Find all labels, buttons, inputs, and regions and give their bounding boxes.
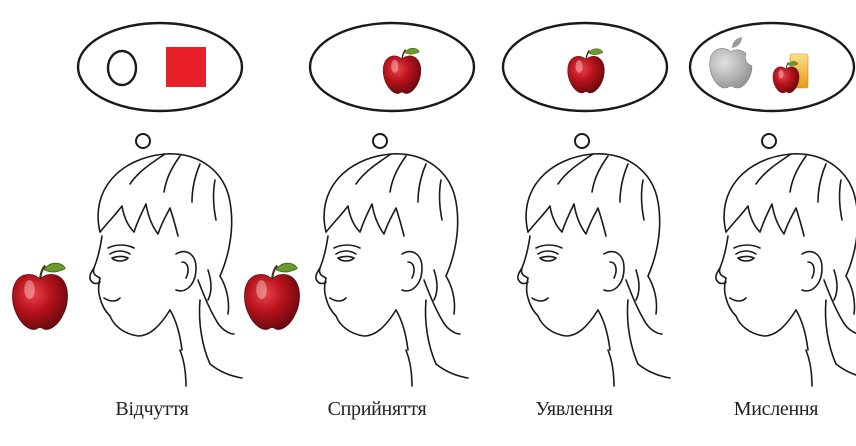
caption-representation: Уявлення bbox=[494, 398, 654, 421]
person-head bbox=[316, 154, 468, 386]
panel-sensation bbox=[12, 23, 242, 386]
panel-thinking bbox=[690, 23, 856, 386]
panel-perception bbox=[244, 23, 474, 386]
person-head bbox=[90, 154, 242, 386]
red-square-icon bbox=[166, 47, 206, 87]
thought-dot bbox=[575, 134, 589, 148]
apple-icon bbox=[244, 263, 299, 329]
panel-representation bbox=[503, 23, 670, 386]
caption-sensation: Відчуття bbox=[72, 398, 232, 421]
thought-dot bbox=[762, 134, 776, 148]
thought-dot bbox=[373, 134, 387, 148]
caption-perception: Сприйняття bbox=[297, 398, 457, 421]
person-head bbox=[518, 154, 670, 386]
person-head bbox=[716, 154, 856, 386]
apple-icon bbox=[12, 263, 67, 329]
thought-dot bbox=[136, 134, 150, 148]
thought-bubble bbox=[78, 23, 242, 111]
caption-thinking: Мислення bbox=[696, 398, 856, 421]
